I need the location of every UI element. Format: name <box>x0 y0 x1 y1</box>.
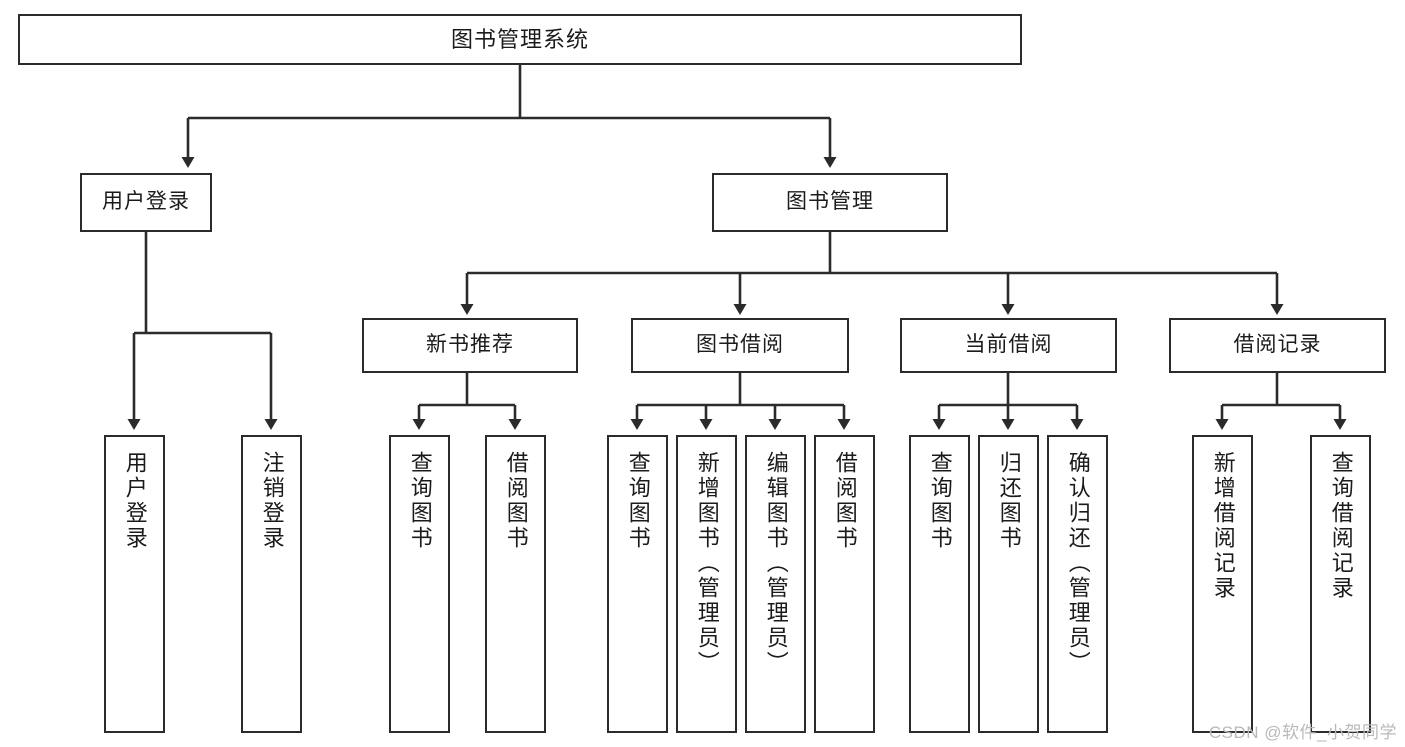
node-leaf-current-confirm-label: 确认归还（管理员） <box>1065 451 1091 676</box>
node-leaf-borrowing-edit[interactable]: 编辑图书（管理员） <box>745 435 806 733</box>
node-leaf-records-query-label: 查询借阅记录 <box>1328 451 1354 601</box>
node-leaf-current-query[interactable]: 查询图书 <box>909 435 970 733</box>
node-leaf-newbooks-borrow-label: 借阅图书 <box>503 451 529 551</box>
node-leaf-current-query-label: 查询图书 <box>927 451 953 551</box>
node-leaf-current-return[interactable]: 归还图书 <box>978 435 1039 733</box>
node-book-borrowing-label: 图书借阅 <box>696 333 784 357</box>
node-leaf-newbooks-borrow[interactable]: 借阅图书 <box>485 435 546 733</box>
node-leaf-borrowing-edit-label: 编辑图书（管理员） <box>763 451 789 676</box>
node-leaf-borrowing-borrow-label: 借阅图书 <box>832 451 858 551</box>
node-current-borrowing[interactable]: 当前借阅 <box>900 318 1117 373</box>
node-new-books-label: 新书推荐 <box>426 333 514 357</box>
node-leaf-user-login-label: 用户登录 <box>122 451 148 551</box>
node-book-management-label: 图书管理 <box>786 190 874 214</box>
node-leaf-borrowing-query[interactable]: 查询图书 <box>607 435 668 733</box>
node-leaf-records-add-label: 新增借阅记录 <box>1210 451 1236 601</box>
node-book-management[interactable]: 图书管理 <box>712 173 948 232</box>
node-borrow-records-label: 借阅记录 <box>1233 333 1322 357</box>
node-leaf-borrowing-query-label: 查询图书 <box>625 451 651 551</box>
node-root-label: 图书管理系统 <box>450 26 589 52</box>
node-leaf-logout[interactable]: 注销登录 <box>241 435 302 733</box>
node-leaf-borrowing-add-label: 新增图书（管理员） <box>694 451 720 676</box>
node-user-login-label: 用户登录 <box>102 190 190 214</box>
node-leaf-records-add[interactable]: 新增借阅记录 <box>1192 435 1253 733</box>
csdn-watermark: CSDN @软件_小贺同学 <box>1208 723 1397 742</box>
node-current-borrowing-label: 当前借阅 <box>964 333 1053 357</box>
node-leaf-current-return-label: 归还图书 <box>996 451 1022 551</box>
node-book-borrowing[interactable]: 图书借阅 <box>631 318 849 373</box>
node-leaf-logout-label: 注销登录 <box>259 451 285 551</box>
node-leaf-borrowing-add[interactable]: 新增图书（管理员） <box>676 435 737 733</box>
node-leaf-newbooks-query[interactable]: 查询图书 <box>389 435 450 733</box>
node-leaf-current-confirm[interactable]: 确认归还（管理员） <box>1047 435 1108 733</box>
node-user-login[interactable]: 用户登录 <box>80 173 212 232</box>
node-root[interactable]: 图书管理系统 <box>18 14 1022 65</box>
node-leaf-user-login[interactable]: 用户登录 <box>104 435 165 733</box>
node-leaf-newbooks-query-label: 查询图书 <box>407 451 433 551</box>
node-leaf-records-query[interactable]: 查询借阅记录 <box>1310 435 1371 733</box>
node-new-books[interactable]: 新书推荐 <box>362 318 578 373</box>
node-leaf-borrowing-borrow[interactable]: 借阅图书 <box>814 435 875 733</box>
node-borrow-records[interactable]: 借阅记录 <box>1169 318 1386 373</box>
